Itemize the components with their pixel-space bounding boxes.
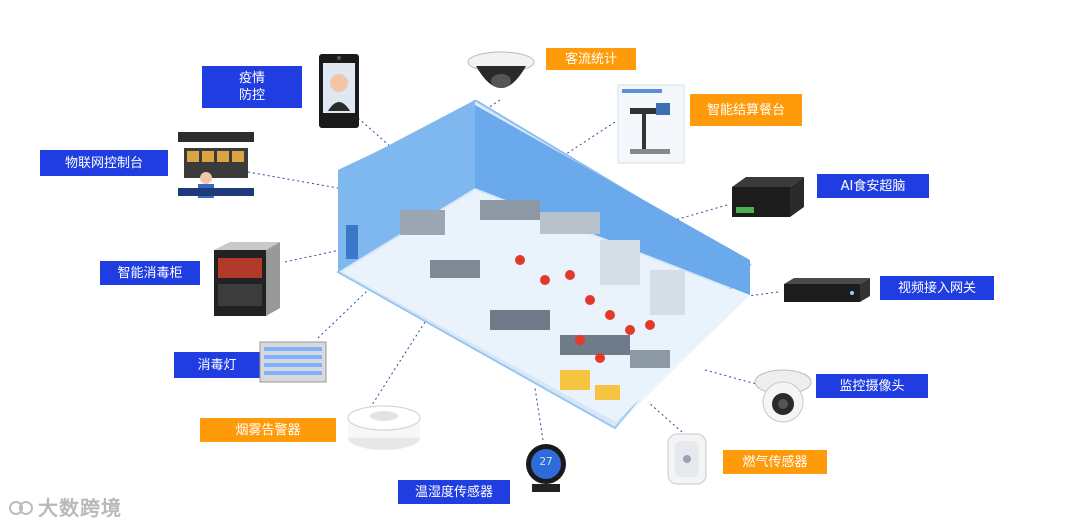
thermo-display-value: 27 xyxy=(539,455,553,468)
label-gas-sensor: 燃气传感器 xyxy=(723,450,827,474)
connector-gateway xyxy=(747,291,779,297)
label-surveillance-camera: 监控摄像头 xyxy=(816,374,928,398)
label-passenger-flow: 客流统计 xyxy=(546,48,636,70)
dome-camera-icon xyxy=(467,51,535,88)
sterilizer-cabinet-icon xyxy=(214,242,280,316)
connector-smoke xyxy=(369,321,426,409)
label-smart-sterilizer: 智能消毒柜 xyxy=(100,261,200,285)
watermark-logo-icon xyxy=(9,500,33,515)
surveillance-camera-icon xyxy=(754,369,812,423)
uv-lamp-icon xyxy=(259,341,327,383)
gas-sensor-icon xyxy=(667,433,707,485)
label-iot-console: 物联网控制台 xyxy=(40,150,168,176)
iot-console-icon xyxy=(178,132,254,198)
kitchen-room-illustration xyxy=(336,100,752,430)
connector-ai-brain xyxy=(667,204,728,223)
video-gateway-icon xyxy=(784,278,870,302)
checkout-station-icon xyxy=(617,84,685,164)
label-smart-checkout: 智能结算餐台 xyxy=(690,94,802,126)
label-epidemic-control: 疫情 防控 xyxy=(202,66,302,108)
smoke-detector-icon xyxy=(347,405,421,450)
label-ai-food-safety: AI食安超脑 xyxy=(817,174,929,198)
ai-box-icon xyxy=(732,177,804,217)
thermo-hygrometer-icon: 27 xyxy=(522,442,570,494)
connector-sterilizer xyxy=(284,249,341,263)
connector-thermo xyxy=(534,387,544,441)
watermark-text: 大数跨境 xyxy=(38,496,122,520)
watermark: 大数跨境 xyxy=(8,492,122,521)
label-video-gateway: 视频接入网关 xyxy=(880,276,994,300)
label-temp-humidity-sensor: 温湿度传感器 xyxy=(398,480,510,504)
connector-uv-lamp xyxy=(317,289,369,339)
connector-iot xyxy=(247,171,339,189)
label-smoke-alarm: 烟雾告警器 xyxy=(200,418,336,442)
label-uv-lamp: 消毒灯 xyxy=(174,352,260,378)
face-recognition-terminal-icon xyxy=(319,54,359,128)
connector-checkout xyxy=(559,121,616,159)
